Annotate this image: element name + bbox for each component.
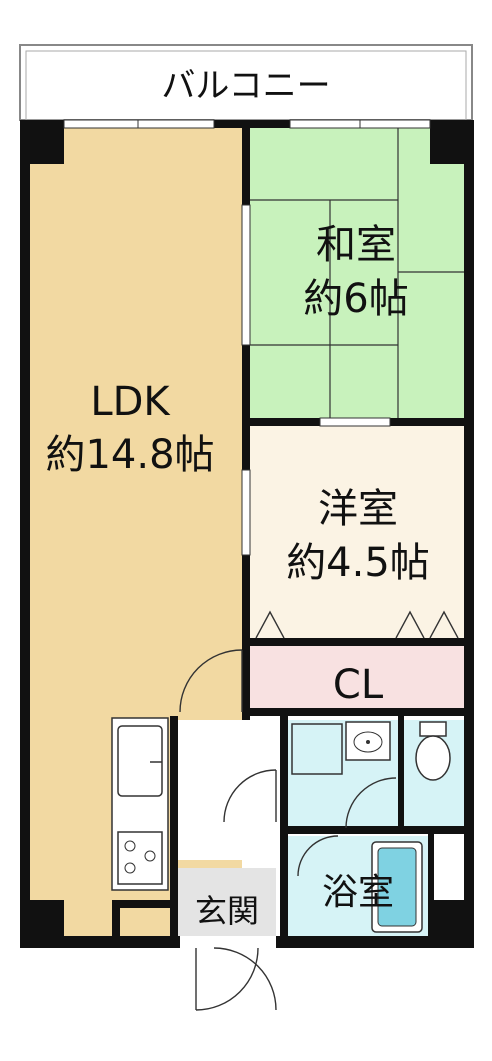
entrance-label: 玄関	[195, 892, 259, 930]
door-swings	[179, 649, 397, 1011]
closet-label: CL	[333, 662, 384, 708]
ldk-size: 約14.8帖	[45, 432, 214, 478]
windows	[63, 119, 431, 129]
closet-doors	[255, 610, 459, 639]
youshitsu-label: 洋室	[318, 486, 398, 532]
toilet-icon	[415, 721, 451, 781]
walls	[20, 120, 474, 948]
ldk-label: LDK	[90, 379, 171, 425]
youshitsu-size: 約4.5帖	[286, 540, 430, 586]
washing-machine-icon	[291, 723, 343, 775]
sliding-doors	[241, 204, 391, 556]
youshitsu-floor	[250, 426, 466, 638]
tatami-lines	[250, 128, 466, 418]
stove-icon	[117, 831, 163, 885]
bath-label: 浴室	[322, 872, 394, 913]
entrance-floor	[178, 868, 276, 936]
kitchen	[111, 717, 169, 891]
washitsu-floor	[250, 128, 466, 418]
hall-floor	[178, 720, 276, 860]
closet-floor	[250, 646, 466, 708]
room-labels: LDK 約14.8帖 和室 約6帖 洋室 約4.5帖 CL 浴室 玄関	[45, 222, 429, 930]
washitsu-size: 約6帖	[303, 276, 408, 322]
sink-icon	[117, 725, 163, 797]
washbasin-icon	[345, 721, 391, 761]
balcony-label: バルコニー	[161, 66, 330, 106]
bathtub-icon	[371, 841, 423, 933]
balcony: バルコニー	[19, 44, 473, 121]
washitsu-label: 和室	[316, 222, 396, 268]
